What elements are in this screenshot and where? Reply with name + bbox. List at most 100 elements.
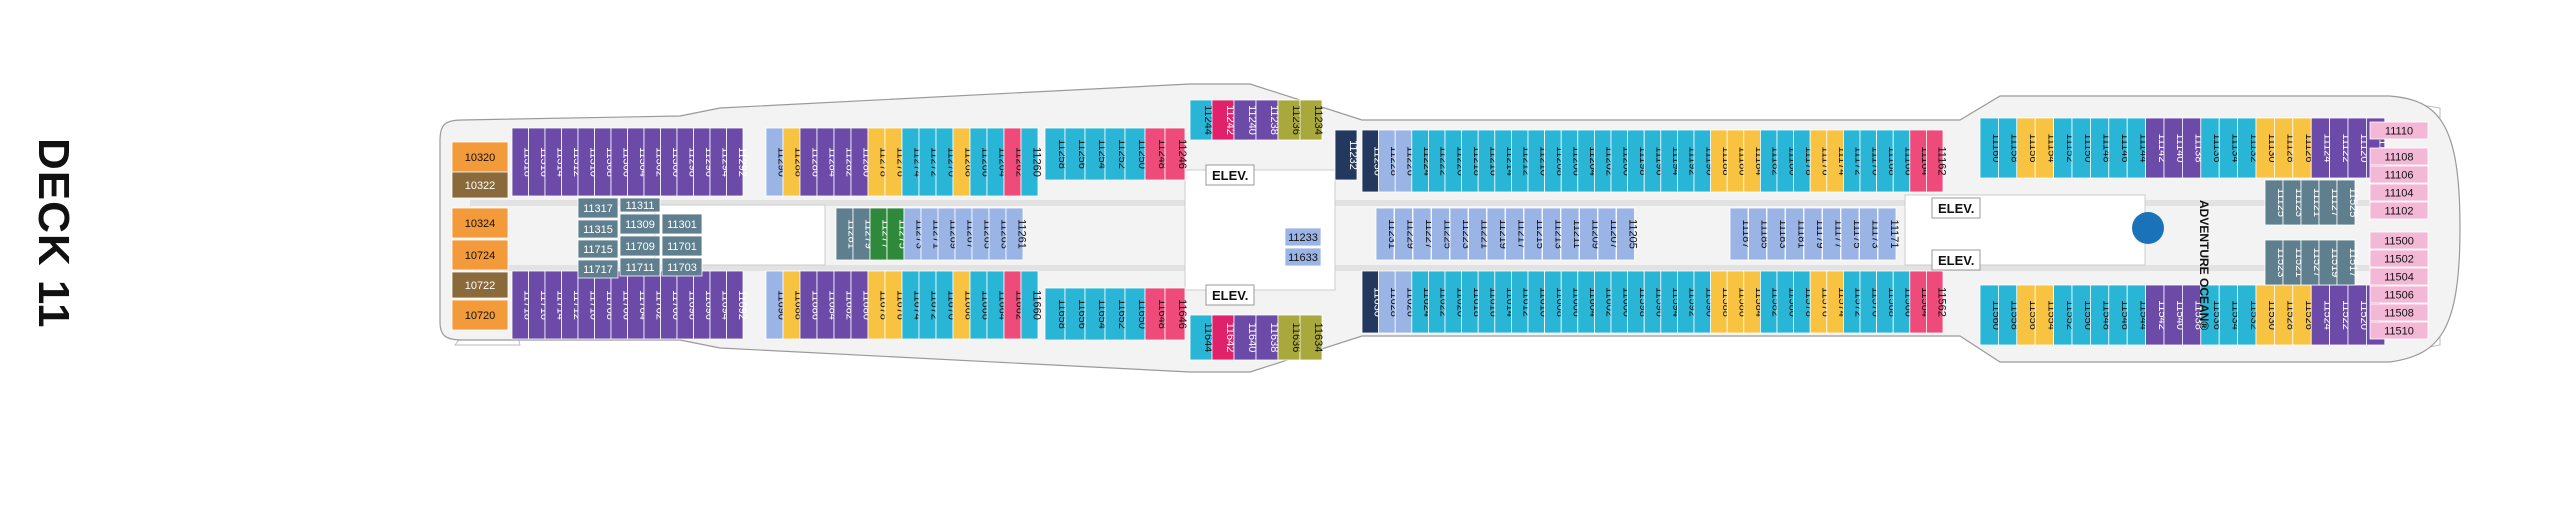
cabin-rect[interactable]	[1164, 127, 1186, 181]
cabin-11232[interactable]: 11232	[1334, 129, 1359, 181]
cabin-11642[interactable]: 11642	[1211, 314, 1236, 361]
cabin-10324[interactable]: 10324	[451, 207, 509, 239]
cabin-11233[interactable]: 11233	[1284, 227, 1322, 247]
cabin-11261[interactable]: 11261	[1005, 207, 1028, 261]
cabin-11162[interactable]: 11162	[1926, 129, 1948, 193]
cabin-rect[interactable]	[451, 207, 509, 239]
cabin-rect[interactable]	[2369, 121, 2429, 140]
cabin-11652[interactable]: 11652	[1104, 287, 1128, 341]
cabin-rect[interactable]	[619, 197, 661, 213]
cabin-rect[interactable]	[1020, 127, 1039, 197]
cabin-rect[interactable]	[661, 257, 703, 277]
cabin-10720[interactable]: 10720	[451, 299, 509, 331]
cabin-rect[interactable]	[1449, 207, 1469, 261]
cabin-11504[interactable]: 11504	[2369, 267, 2429, 286]
cabin-11502[interactable]: 11502	[2369, 249, 2429, 268]
cabin-rect[interactable]	[1284, 227, 1322, 247]
cabin-rect[interactable]	[577, 259, 619, 279]
cabin-11650[interactable]: 11650	[1124, 287, 1148, 341]
cabin-11636[interactable]: 11636	[1277, 314, 1302, 361]
cabin-11660[interactable]: 11660	[1020, 270, 1043, 340]
cabin-11562[interactable]: 11562	[1926, 270, 1948, 334]
cabin-11644[interactable]: 11644	[1189, 314, 1214, 361]
cabin-rect[interactable]	[1822, 207, 1841, 261]
cabin-11171[interactable]: 11171	[1877, 207, 1900, 261]
cabin-rect[interactable]	[661, 235, 703, 257]
cabin-rect[interactable]	[2336, 239, 2356, 286]
cabin-11654[interactable]: 11654	[1084, 287, 1108, 341]
cabin-11711[interactable]: 11711	[619, 257, 661, 277]
cabin-rect[interactable]	[2369, 321, 2429, 340]
cabin-11703[interactable]: 11703	[661, 257, 703, 277]
cabin-11598[interactable]: 11598	[1627, 270, 1649, 334]
cabin-11205[interactable]: 11205	[1616, 207, 1639, 261]
cabin-rect[interactable]	[1431, 207, 1450, 261]
cabin-rect[interactable]	[1334, 129, 1358, 181]
cabin-rect[interactable]	[2369, 147, 2429, 166]
cabin-11238[interactable]: 11238	[1255, 99, 1280, 141]
cabin-rect[interactable]	[1729, 207, 1749, 261]
cabin-rect[interactable]	[1412, 207, 1432, 261]
cabin-11252[interactable]: 11252	[1104, 127, 1128, 181]
cabin-11510[interactable]: 11510	[2369, 321, 2429, 340]
cabin-rect[interactable]	[1766, 207, 1786, 261]
cabin-11508[interactable]: 11508	[2369, 303, 2429, 322]
cabin-rect[interactable]	[1542, 207, 1561, 261]
cabin-11525[interactable]: 11525	[2336, 179, 2359, 226]
cabin-rect[interactable]	[1748, 207, 1767, 261]
cabin-rect[interactable]	[451, 239, 509, 271]
cabin-11196[interactable]: 11196	[1643, 129, 1666, 193]
cabin-rect[interactable]	[577, 239, 619, 259]
cabin-11106[interactable]: 11106	[2369, 165, 2429, 184]
cabin-11715[interactable]: 11715	[577, 239, 619, 259]
cabin-11134[interactable]: 11134	[2218, 117, 2241, 179]
cabin-11213[interactable]: 11213	[1542, 207, 1565, 261]
cabin-11317[interactable]: 11317	[577, 197, 619, 219]
cabin-rect[interactable]	[2369, 285, 2429, 304]
cabin-11517[interactable]: 11517	[2336, 239, 2359, 286]
cabin-rect[interactable]	[1785, 207, 1804, 261]
cabin-rect[interactable]	[726, 270, 744, 340]
cabin-11175[interactable]: 11175	[1840, 207, 1863, 261]
cabin-11633[interactable]: 11633	[1284, 247, 1322, 267]
cabin-11315[interactable]: 11315	[577, 219, 619, 239]
cabin-rect[interactable]	[2369, 249, 2429, 268]
cabin-11709[interactable]: 11709	[619, 235, 661, 257]
cabin-rect[interactable]	[451, 141, 509, 173]
cabin-11658[interactable]: 11658	[1044, 287, 1068, 341]
cabin-rect[interactable]	[1299, 314, 1323, 361]
cabin-rect[interactable]	[1375, 207, 1395, 261]
cabin-rect[interactable]	[1597, 207, 1617, 261]
cabin-11244[interactable]: 11244	[1189, 99, 1214, 141]
cabin-11242[interactable]: 11242	[1211, 99, 1236, 141]
cabin-11717[interactable]: 11717	[577, 259, 619, 279]
cabin-11316[interactable]: 11316	[528, 127, 550, 197]
cabin-11634[interactable]: 11634	[1299, 314, 1324, 361]
cabin-10320[interactable]: 10320	[451, 141, 509, 173]
cabin-rect[interactable]	[1859, 207, 1878, 261]
cabin-11179[interactable]: 11179	[1803, 207, 1826, 261]
cabin-11102[interactable]: 11102	[2369, 201, 2429, 220]
cabin-rect[interactable]	[2369, 165, 2429, 184]
cabin-rect[interactable]	[1164, 287, 1186, 341]
cabin-rect[interactable]	[1523, 207, 1543, 261]
cabin-rect[interactable]	[619, 257, 661, 277]
cabin-rect[interactable]	[2369, 183, 2429, 202]
cabin-10322[interactable]: 10322	[451, 171, 509, 199]
cabin-rect[interactable]	[2369, 303, 2429, 322]
cabin-rect[interactable]	[1840, 207, 1860, 261]
cabin-11240[interactable]: 11240	[1233, 99, 1258, 141]
cabin-11638[interactable]: 11638	[1255, 314, 1280, 361]
cabin-rect[interactable]	[726, 127, 744, 197]
cabin-11292[interactable]: 11292	[726, 127, 748, 197]
cabin-11648[interactable]: 11648	[1144, 287, 1168, 341]
cabin-rect[interactable]	[2369, 201, 2429, 220]
cabin-rect[interactable]	[619, 213, 661, 235]
cabin-11104[interactable]: 11104	[2369, 183, 2429, 202]
cabin-11700[interactable]: 11700	[660, 270, 682, 340]
cabin-rect[interactable]	[577, 197, 619, 219]
cabin-rect[interactable]	[1877, 207, 1897, 261]
cabin-11110[interactable]: 11110	[2369, 121, 2429, 140]
cabin-rect[interactable]	[2369, 267, 2429, 286]
cabin-rect[interactable]	[1394, 207, 1413, 261]
